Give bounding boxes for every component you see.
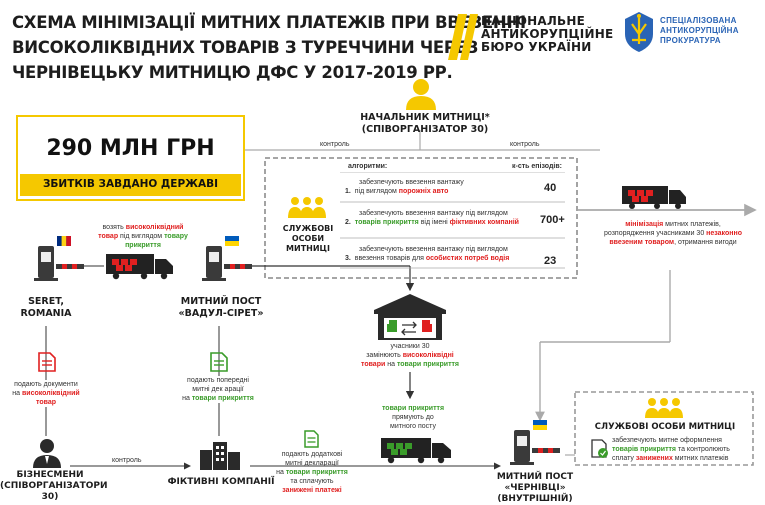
officials-label: СЛУЖБОВІ ОСОБИ МИТНИЦІ [282, 224, 334, 253]
docs-business-text: подають документи на високоліквідний тов… [0, 380, 92, 407]
buildings-icon [200, 442, 240, 470]
damage-caption-bar [20, 174, 241, 196]
page-title: СХЕМА МІНІМІЗАЦІЇ МИТНИХ ПЛАТЕЖІВ ПРИ ВВ… [12, 10, 526, 85]
officials2-title: СЛУЖБОВІ ОСОБИ МИТНИЦІ [594, 422, 736, 432]
title-line-3: ЧЕРНІВЕЦЬКУ МИТНИЦЮ ДФС У 2017-2019 РР. [12, 63, 453, 82]
seret-checkpoint-icon [34, 236, 84, 281]
damage-caption: ЗБИТКІВ ЗАВДАНО ДЕРЖАВІ [42, 178, 219, 190]
sap-emblem-icon [625, 12, 653, 52]
episodes-count-2: 700+ [540, 214, 565, 226]
cover-goods-text: товари прикриття прямують до митного пос… [381, 405, 445, 430]
control-label-right: контроль [510, 141, 540, 148]
truck-icon-result [622, 186, 686, 209]
nabu-logo-text: НАЦІОНАЛЬНЕ АНТИКОРУПЦІЙНЕ БЮРО УКРАЇНИ [481, 14, 614, 54]
docs-extra-text: подають додаткові митні декларації на то… [276, 451, 348, 494]
document-icon-green-2 [304, 430, 319, 448]
fict-label: ФІКТИВНІ КОМПАНІЇ [167, 477, 275, 487]
chief-person-icon [406, 79, 436, 110]
episodes-header: к-сть епізодів: [512, 163, 562, 170]
vadul-checkpoint-icon [202, 236, 252, 281]
document-icon-red [38, 352, 56, 372]
truck-icon-cover [381, 438, 451, 464]
algorithm-row-1: забезпечують ввезення вантажу 1. під виг… [345, 179, 464, 195]
chernivtsi-checkpoint-icon [510, 420, 560, 465]
episodes-count-1: 40 [544, 182, 557, 194]
title-line-1: СХЕМА МІНІМІЗАЦІЇ МИТНИХ ПЛАТЕЖІВ ПРИ ВВ… [12, 13, 526, 32]
truck-icon-route [106, 254, 173, 280]
algorithm-row-3: забезпечують ввезення вантажу під вигляд… [345, 246, 510, 262]
seret-label: SERET, ROMANIA [20, 296, 72, 319]
route-description: возять високоліквідний товар під виглядо… [98, 224, 188, 249]
title-line-2: ВИСОКОЛІКВІДНИХ ТОВАРІВ З ТУРЕЧЧИНИ ЧЕРЕ… [12, 38, 479, 57]
officials-group-icon-2 [645, 398, 683, 418]
officials-group-icon [288, 197, 326, 218]
warehouse-text: учасники 30 замінюють високоліквідні тов… [360, 343, 460, 368]
document-check-icon [591, 439, 608, 458]
businessmen-label: БІЗНЕСМЕНИ (СПІВОРГАНІЗАТОРИ 30) [0, 470, 108, 502]
businessman-icon [33, 439, 61, 468]
warehouse-icon [374, 294, 446, 340]
chernivtsi-label: МИТНИЙ ПОСТ «ЧЕРНІВЦІ» (ВНУТРІШНІЙ) [496, 472, 574, 504]
chief-label: НАЧАЛЬНИК МИТНИЦІ* (СПІВОРГАНІЗАТОР 30) [360, 112, 490, 135]
sap-logo-text: СПЕЦІАЛІЗОВАНА АНТИКОРУПЦІЙНА ПРОКУРАТУР… [660, 16, 739, 45]
algorithm-row-2: забезпечують ввезення вантажу під вигляд… [345, 210, 519, 226]
nabu-logo-icon [448, 14, 478, 60]
control-label-left: контроль [320, 141, 350, 148]
document-icon-green [210, 352, 228, 372]
damage-box [16, 115, 245, 201]
damage-amount: 290 МЛН ГРН [46, 136, 215, 161]
algorithm-row-lines [340, 172, 565, 269]
algorithms-header: алгоритми: [348, 163, 388, 170]
officials2-text: забезпечують митне оформлення товарів пр… [612, 437, 730, 462]
episodes-count-3: 23 [544, 255, 557, 267]
result-text: мінімізація митних платежів, розпоряджен… [604, 221, 742, 246]
control-label-bottom: контроль [112, 457, 142, 464]
docs-fict-text: подають попередні митні дек арації на то… [170, 376, 266, 403]
vadul-label: МИТНИЙ ПОСТ «ВАДУЛ-СІРЕТ» [178, 296, 264, 319]
